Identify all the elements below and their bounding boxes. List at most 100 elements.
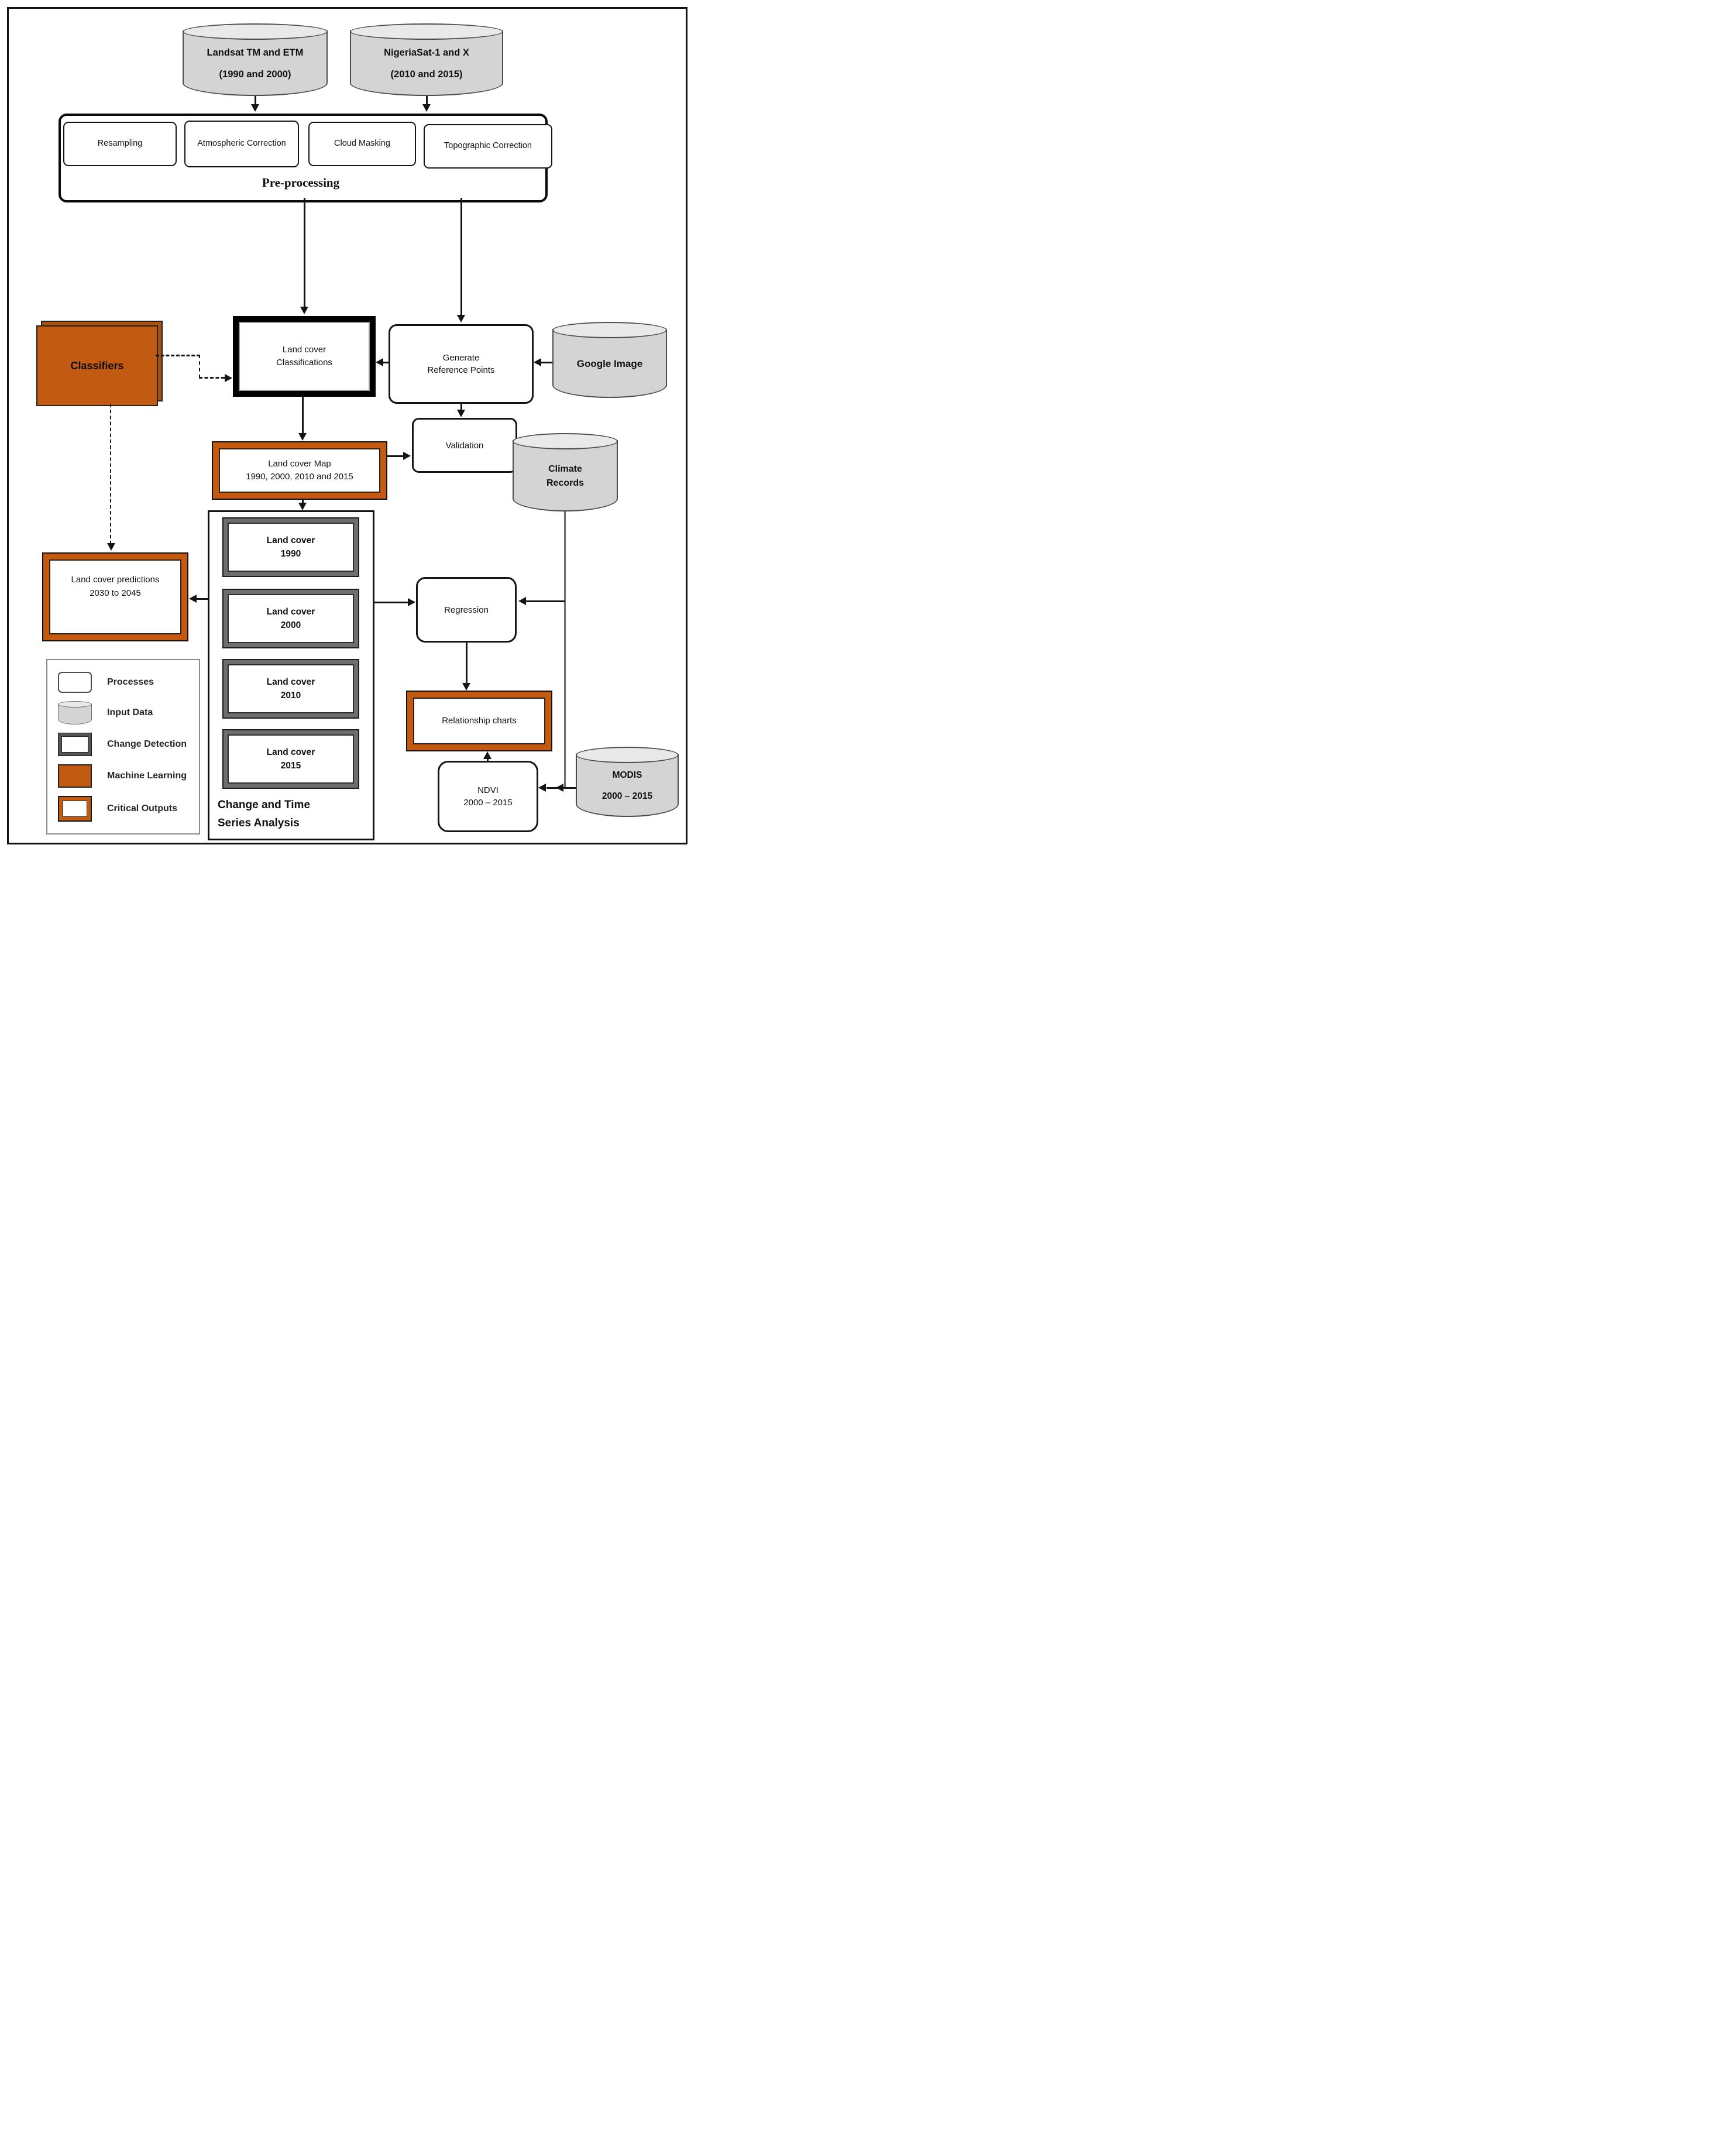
dashed-classifiers-h1 — [156, 355, 200, 356]
arrowhead-to-classifications — [300, 307, 308, 314]
legend: Processes Input Data Change Detection Ma… — [46, 659, 200, 835]
ndvi-line2: 2000 – 2015 — [463, 798, 513, 808]
step-topographic-correction: Topographic Correction — [424, 124, 552, 169]
land-cover-predictions-box: Land cover predictions 2030 to 2045 — [42, 552, 188, 641]
arrow-google-to-reference-points — [541, 362, 552, 363]
lc2000-line1: Land cover — [266, 606, 315, 617]
landsat-years: (1990 and 2000) — [219, 69, 291, 80]
arrowhead-into-regression-right — [518, 597, 526, 605]
line-climate-records-down — [564, 510, 566, 787]
legend-label-machine-learning: Machine Learning — [107, 771, 187, 781]
nigeriasat-years: (2010 and 2015) — [390, 69, 463, 80]
validation-label: Validation — [445, 440, 484, 451]
step-cloud-masking: Cloud Masking — [308, 122, 416, 166]
arrowhead-into-ndvi — [538, 784, 546, 792]
modis-years: 2000 – 2015 — [601, 791, 653, 801]
arrowhead-into-container — [298, 503, 307, 510]
step-resampling: Resampling — [63, 122, 177, 166]
series-title-line2: Series Analysis — [218, 817, 300, 829]
arrow-preprocessing-to-classifications — [304, 198, 305, 307]
lc1990-line2: 1990 — [280, 549, 301, 559]
classifiers-box: Classifiers — [36, 325, 158, 406]
step-atmospheric-label: Atmospheric Correction — [197, 139, 286, 149]
arrowhead-into-regression-left — [408, 598, 415, 606]
processes-swatch-icon — [58, 672, 92, 693]
arrow-nigeriasat-to-preprocessing — [426, 96, 428, 105]
nigeriasat-cylinder: NigeriaSat-1 and X (2010 and 2015) — [350, 23, 503, 96]
relationship-charts-label: Relationship charts — [442, 715, 517, 726]
legend-label-critical-outputs: Critical Outputs — [107, 803, 178, 813]
arrowhead-into-predictions — [189, 595, 197, 603]
methodology-flowchart: Landsat TM and ETM (1990 and 2000) Niger… — [0, 0, 695, 851]
arrow-landsat-to-preprocessing — [255, 96, 256, 105]
lcc-line1: Land cover — [282, 344, 326, 355]
series-title-line1: Change and Time — [218, 799, 311, 811]
arrowhead-into-map — [298, 433, 307, 441]
outer-border — [7, 7, 687, 844]
step-atmospheric-correction: Atmospheric Correction — [184, 121, 299, 167]
predictions-line1: Land cover predictions — [71, 575, 160, 585]
predictions-line2: 2030 to 2045 — [90, 588, 141, 598]
regression-label: Regression — [444, 605, 489, 615]
dashed-classifiers-to-predictions — [110, 404, 111, 544]
legend-item-processes: Processes — [58, 672, 199, 693]
critical-outputs-swatch-icon — [58, 796, 92, 822]
arrow-classifications-to-map — [302, 397, 304, 433]
ndvi-line1: NDVI — [477, 785, 499, 795]
lc2010-line2: 2010 — [280, 691, 301, 700]
arrowhead-into-charts-top — [462, 683, 470, 691]
arrow-container-to-regression — [374, 602, 409, 603]
generate-reference-points-box: Generate Reference Points — [389, 324, 534, 404]
land-cover-1990-box: Land cover 1990 — [222, 517, 359, 577]
land-cover-map-box: Land cover Map 1990, 2000, 2010 and 2015 — [212, 441, 387, 500]
arrow-preprocessing-to-reference-points — [460, 198, 462, 315]
input-data-swatch-icon — [58, 701, 92, 724]
lcc-line2: Classifications — [276, 358, 332, 368]
land-cover-classifications-box: Land cover Classifications — [233, 316, 376, 397]
arrowhead-into-validation-top — [457, 410, 465, 417]
legend-item-input-data: Input Data — [58, 701, 199, 724]
legend-item-machine-learning: Machine Learning — [58, 764, 199, 788]
arrowhead-nigeriasat — [422, 104, 431, 112]
landsat-title: Landsat TM and ETM — [207, 47, 304, 58]
modis-cylinder: MODIS 2000 – 2015 — [576, 747, 679, 817]
dashed-classifiers-v — [199, 355, 200, 378]
arrowhead-into-classifications-right — [376, 358, 383, 366]
modis-title: MODIS — [612, 770, 642, 780]
land-cover-2015-box: Land cover 2015 — [222, 729, 359, 789]
dashed-classifiers-h2 — [199, 377, 225, 379]
relationship-charts-box: Relationship charts — [406, 691, 552, 751]
arrow-map-to-container — [302, 500, 304, 503]
change-detection-swatch-icon — [58, 733, 92, 756]
step-resampling-label: Resampling — [97, 139, 143, 149]
arrow-reference-points-to-validation — [460, 404, 462, 410]
legend-label-processes: Processes — [107, 677, 154, 687]
arrowhead-into-charts-bottom — [483, 751, 491, 759]
lc2000-line2: 2000 — [280, 620, 301, 630]
legend-item-change-detection: Change Detection — [58, 733, 199, 756]
arrowhead-to-reference-points — [457, 315, 465, 322]
nigeriasat-title: NigeriaSat-1 and X — [384, 47, 469, 58]
lc1990-line1: Land cover — [266, 535, 315, 545]
climate-line1: Climate — [548, 464, 582, 474]
lc2015-line1: Land cover — [266, 747, 315, 757]
regression-box: Regression — [416, 577, 517, 643]
classifiers-label: Classifiers — [70, 359, 124, 372]
land-cover-2010-box: Land cover 2010 — [222, 659, 359, 719]
preprocessing-title: Pre-processing — [262, 176, 340, 190]
step-topographic-label: Topographic Correction — [444, 141, 532, 151]
arrow-ndvi-to-charts — [487, 757, 489, 761]
change-time-series-title: Change and Time Series Analysis — [218, 796, 371, 832]
lc2010-line1: Land cover — [266, 677, 315, 687]
arrowhead-into-predictions-top — [107, 543, 115, 551]
legend-label-change-detection: Change Detection — [107, 739, 187, 749]
climate-line2: Records — [546, 478, 585, 488]
ndvi-box: NDVI 2000 – 2015 — [438, 761, 538, 832]
grp-line2: Reference Points — [427, 365, 495, 375]
arrowhead-landsat — [251, 104, 259, 112]
land-cover-2000-box: Land cover 2000 — [222, 589, 359, 648]
arrow-climate-to-regression — [526, 600, 565, 602]
arrow-map-to-validation — [387, 455, 404, 457]
validation-box: Validation — [412, 418, 517, 473]
google-image-cylinder: Google Image — [552, 322, 667, 398]
